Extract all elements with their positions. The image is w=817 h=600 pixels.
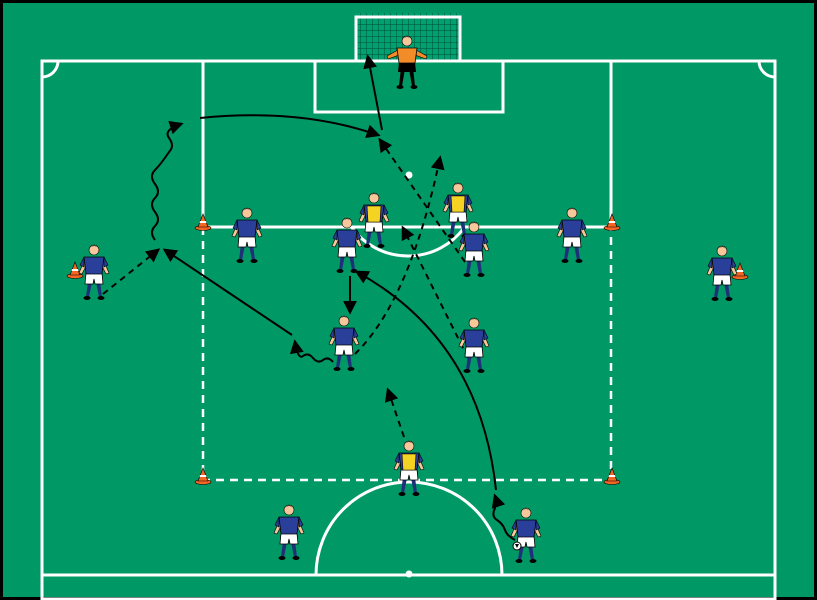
- pass-arrow: [384, 387, 405, 438]
- movement-arrows: [102, 54, 516, 541]
- center-spot: [405, 570, 413, 578]
- center-circle: [314, 480, 504, 576]
- run-arrow: [162, 248, 293, 336]
- corner-arc-right: [757, 60, 776, 79]
- corner-arc-left: [41, 60, 60, 79]
- training-zone: [201, 227, 613, 482]
- ball: [512, 541, 522, 551]
- dribble-arrow: [289, 339, 334, 363]
- pitch-surface: [3, 3, 814, 597]
- run-arrow: [199, 114, 381, 138]
- run-arrow: [354, 270, 497, 491]
- pass-arrow: [401, 225, 469, 359]
- penalty-spot: [405, 171, 413, 179]
- pass-arrow: [378, 137, 466, 263]
- dribble-arrow: [491, 493, 516, 541]
- pass-arrow: [354, 155, 445, 355]
- run-arrow: [363, 54, 383, 131]
- pass-arrow: [102, 248, 161, 295]
- penalty-arc: [350, 227, 466, 258]
- dribble-arrow: [151, 120, 184, 241]
